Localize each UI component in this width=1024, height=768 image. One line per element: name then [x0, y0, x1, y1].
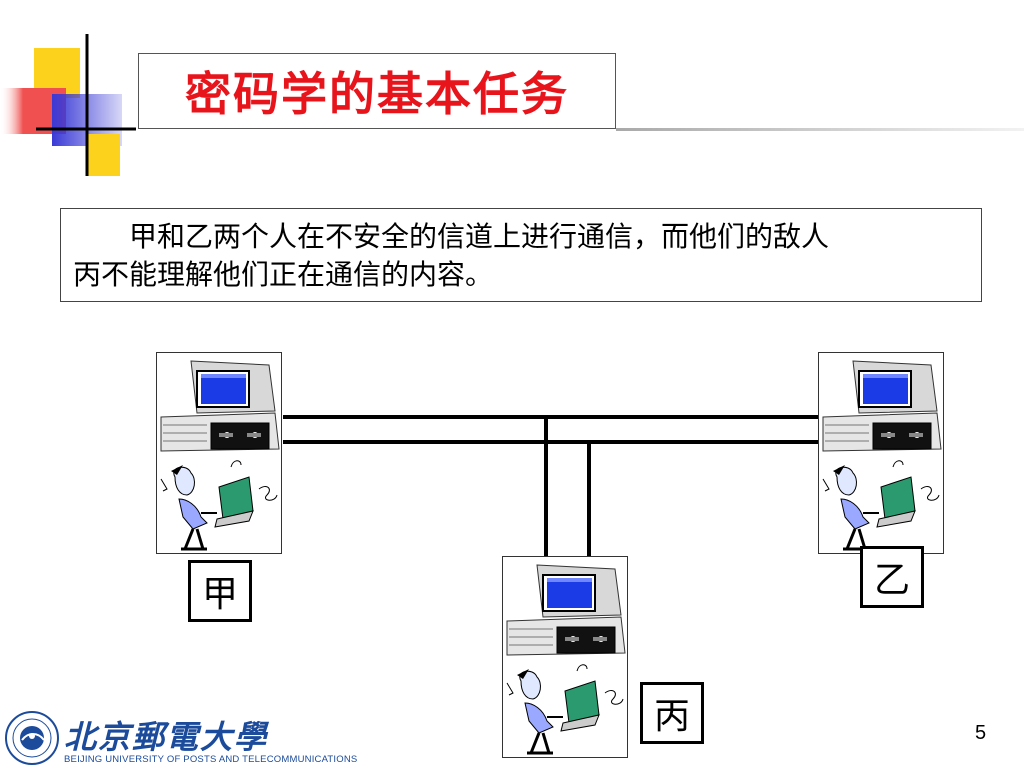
slide-title: 密码学的基本任务: [185, 67, 569, 121]
corner-decoration: [0, 30, 140, 180]
station-jia: [156, 352, 282, 554]
title-box: 密码学的基本任务: [138, 53, 616, 129]
computer-user-icon: [160, 360, 280, 551]
label-bing: 丙: [640, 682, 704, 744]
description-line-2: 丙不能理解他们正在通信的内容。: [73, 258, 494, 291]
label-yi: 乙: [860, 546, 924, 608]
university-logo: 北京郵電大學 BEIJING UNIVERSITY OF POSTS AND T…: [0, 708, 357, 768]
logo-english-name: BEIJING UNIVERSITY OF POSTS AND TELECOMM…: [64, 754, 358, 765]
computer-user-icon: [506, 564, 626, 755]
label-jia: 甲: [188, 560, 252, 622]
logo-chinese-name: 北京郵電大學: [64, 718, 269, 756]
station-yi: [818, 352, 944, 554]
page-number: 5: [975, 722, 987, 744]
station-bing: [502, 556, 628, 758]
description-line-1: 甲和乙两个人在不安全的信道上进行通信，而他们的敌人: [129, 220, 830, 253]
computer-user-icon: [822, 360, 942, 551]
description-box: 甲和乙两个人在不安全的信道上进行通信，而他们的敌人 丙不能理解他们正在通信的内容…: [60, 208, 982, 302]
title-underline: [616, 128, 1024, 131]
university-emblem-icon: [5, 711, 59, 765]
